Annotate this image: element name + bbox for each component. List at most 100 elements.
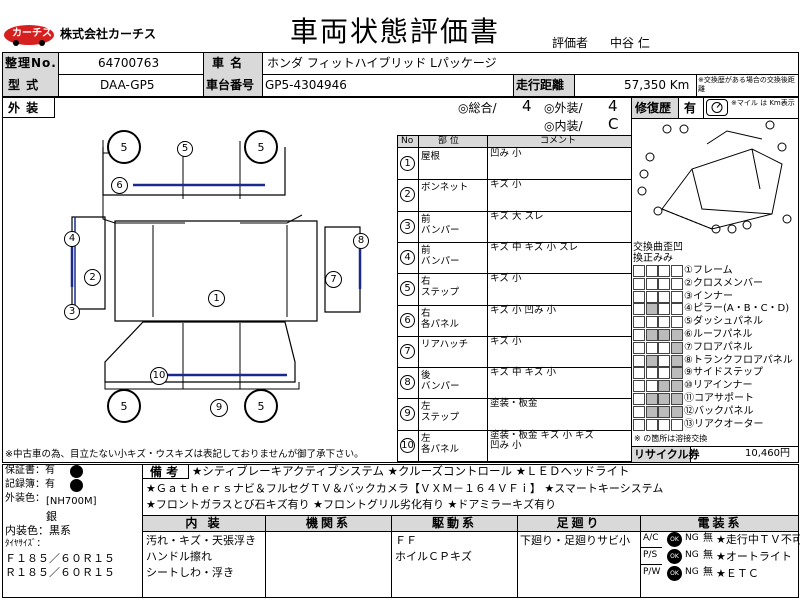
model-label: 型 式 (8, 78, 40, 92)
interior-section-label: 内 装 (185, 516, 223, 530)
exterior-grade: 4 (608, 97, 618, 115)
repair-history-label: 修復歴 (635, 101, 672, 115)
exterior-label: 外 装 (8, 101, 40, 115)
frame-check-cell (658, 341, 670, 354)
frame-item-label: ⑪コアサポート (684, 393, 754, 404)
damage-row-number: 7 (400, 344, 415, 359)
diagram-point-2: 2 (84, 269, 101, 286)
damage-row-number: 2 (400, 187, 415, 202)
frame-check-cell (645, 329, 658, 341)
company-name: 株式会社カーチス (60, 27, 157, 41)
frame-check-cell (670, 380, 683, 393)
frame-check-cell (633, 393, 645, 405)
tire-label: ﾀｲﾔｻｲｽﾞ： (5, 539, 46, 549)
wheel-rear-right: 5 (244, 130, 278, 164)
remarks-line-2: ★Ｇａｔｈｅｒｓナビ＆フルセグＴＶ＆バックカメラ【ＶＸＭ－１６４ＶＦｉ】 ★スマ… (146, 482, 664, 495)
damage-row-number: 5 (400, 281, 415, 296)
damage-row-number: 8 (400, 375, 415, 390)
chassis-label: 車台番号 (206, 78, 255, 92)
frame-check-cell (670, 341, 683, 354)
frame-item-label: ④ピラー(A・B・C・D) (684, 303, 790, 315)
frame-check-cell (645, 354, 658, 367)
chassis-value: GP5-4304946 (265, 78, 347, 92)
damage-row-part: 前 バンパー (421, 214, 460, 236)
electrical-item: ★ＥＴＣ (716, 567, 759, 580)
diagram-point-10: 10 (150, 367, 168, 385)
frame-check-cell (670, 354, 683, 367)
damage-header-comment: コメント (540, 136, 577, 146)
damage-row-comment: キズ 大 スレ (490, 211, 544, 222)
interior-line-3: シートしわ・浮き (146, 566, 234, 579)
electrical-ok-mark: OK (667, 549, 682, 564)
reg-no-label: 整理No. (5, 56, 57, 70)
electrical-item: ★走行中ＴＶ不可 (716, 533, 800, 546)
model-value: DAA-GP5 (100, 78, 155, 92)
drive-line-2: ホイルＣＰキズ (395, 550, 472, 563)
wheel-front-left: 5 (107, 389, 141, 423)
damage-row-comment: キズ 小 凹み 小 (490, 305, 557, 316)
damage-row-comment: キズ 小 (490, 336, 522, 347)
logo-text: カーチス (12, 28, 52, 39)
frame-check-cell (658, 393, 670, 405)
frame-note: ※ の箇所は溶接交換 (634, 434, 708, 443)
frame-item-label: ②クロスメンバー (684, 277, 763, 289)
diagram-point-6: 6 (111, 177, 128, 194)
damage-row-number: 9 (400, 406, 415, 421)
record-text: 記録簿：有 (5, 479, 55, 490)
page-title: 車両状態評価書 (290, 15, 501, 48)
frame-check-cell (670, 265, 683, 277)
diagram-point-4: 4 (64, 231, 80, 247)
electrical-row-label: A/C (643, 533, 659, 543)
frame-check-cell (658, 418, 670, 431)
electrical-none-label: 無 (703, 550, 713, 561)
interior-line-2: ハンドル擦れ (146, 550, 212, 563)
overall-grade: 4 (522, 97, 532, 115)
diagram-point-1: 1 (208, 290, 225, 307)
electrical-row-label: P/S (643, 550, 658, 560)
exterior-grade-label: ◎外装/ (544, 101, 583, 115)
electrical-ng-label: NG (685, 550, 699, 560)
electrical-ok-mark: OK (667, 566, 682, 581)
damage-row-number: 10 (400, 438, 415, 453)
frame-check-cell (633, 329, 645, 341)
electrical-none-label: 無 (703, 567, 713, 578)
frame-check-cell (670, 418, 683, 431)
wheel-rear-left: 5 (244, 389, 278, 423)
engine-section-label: 機関系 (305, 516, 351, 530)
frame-check-cell (670, 303, 683, 316)
damage-row-part: 右 ステップ (421, 276, 460, 298)
frame-check-cell (633, 303, 645, 316)
suspension-line-1: 下廻り・足廻りサビ小 (520, 534, 630, 547)
frame-check-cell (633, 405, 645, 418)
frame-item-label: ⑫バックパネル (684, 405, 754, 417)
frame-item-label: ⑧トランクフロアパネル (684, 354, 793, 366)
frame-check-cell (633, 418, 645, 431)
frame-check-cell (658, 316, 670, 329)
frame-check-cell (633, 290, 645, 303)
frame-check-cell (645, 418, 658, 431)
frame-check-cell (670, 405, 683, 418)
suspension-section-label: 足廻り (556, 516, 602, 530)
drive-line-1: ＦＦ (395, 534, 417, 547)
disclaimer-text: ※中古車の為、目立たない小キズ・ウスキズは表記しておりませんが御了承下さい。 (5, 449, 364, 460)
frame-check-cell (645, 316, 658, 329)
remarks-line-1: ★シティブレーキアクティブシステム ★クルーズコントロール ★ＬＥＤヘッドライト (192, 464, 630, 478)
frame-item-label: ⑬リアクオーター (684, 418, 764, 430)
tire-front: Ｆ１８５／６０Ｒ１５ (5, 552, 115, 565)
frame-check-cell (645, 367, 658, 380)
repair-note: ※マイル は Km表示 (731, 99, 795, 107)
remarks-line-3: ★フロントガラスとび石キズ有り ★フロントグリル劣化有り ★ドアミラーキズ有り (146, 498, 557, 511)
damage-row-comment: キズ 中 キズ 小 (490, 367, 557, 378)
frame-check-cell (658, 329, 670, 341)
frame-item-label: ⑨サイドステップ (684, 367, 763, 379)
frame-check-cell (658, 265, 670, 277)
frame-check-cell (633, 380, 645, 393)
diagram-point-5: 5 (177, 141, 193, 157)
mileage-label: 走行距離 (516, 78, 565, 92)
repair-history-value: 有 (684, 101, 697, 115)
electrical-ok-mark: OK (667, 532, 682, 547)
warranty-stamp (70, 465, 83, 478)
frame-item-label: ⑤ダッシュパネル (684, 316, 763, 328)
mileage-note: ※交換歴がある場合の交換後距離 (698, 76, 795, 93)
damage-row-comment: キズ 小 (490, 273, 522, 284)
